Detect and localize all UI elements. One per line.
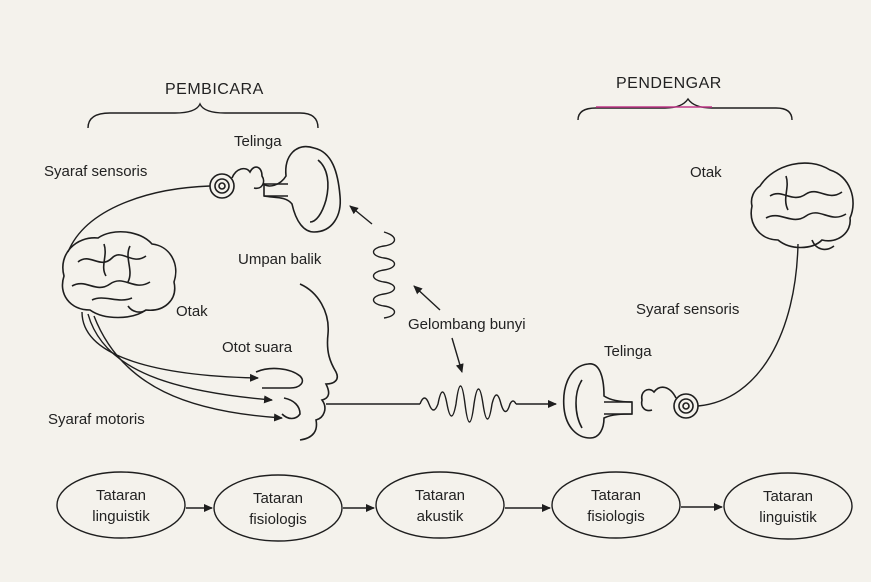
feedback-wave bbox=[374, 232, 395, 318]
speaker-ear-icon bbox=[264, 147, 340, 232]
level-line1: Tataran bbox=[763, 488, 813, 505]
sound-wave bbox=[420, 386, 516, 422]
speaker-ear-label: Telinga bbox=[234, 133, 282, 150]
level-line2: linguistik bbox=[92, 508, 150, 525]
level-row: Tataran linguistik Tataran fisiologis Ta… bbox=[57, 472, 852, 541]
speaker-cochlea-icon bbox=[210, 167, 264, 198]
level-line2: fisiologis bbox=[249, 511, 307, 528]
level-node: Tataran linguistik bbox=[724, 473, 852, 539]
level-node: Tataran akustik bbox=[376, 472, 504, 538]
level-line2: linguistik bbox=[759, 509, 817, 526]
listener-sensory-nerve-label: Syaraf sensoris bbox=[636, 301, 739, 318]
motor-nerve-arrow-3 bbox=[94, 316, 282, 418]
level-line1: Tataran bbox=[96, 487, 146, 504]
speaker-brain-icon bbox=[62, 232, 175, 318]
motor-nerve-label: Syaraf motoris bbox=[48, 411, 145, 428]
wave-label-pointer-up bbox=[414, 286, 440, 310]
speaker-sensory-nerve-path bbox=[68, 186, 210, 252]
listener-brain-icon bbox=[751, 163, 853, 249]
listener-cochlea-icon bbox=[642, 387, 698, 418]
listener-ear-icon bbox=[564, 364, 632, 438]
speaker-header: PEMBICARA bbox=[165, 81, 264, 98]
level-node: Tataran linguistik bbox=[57, 472, 185, 538]
wave-label-pointer-down bbox=[452, 338, 462, 372]
level-line2: akustik bbox=[417, 508, 464, 525]
listener-ear-label: Telinga bbox=[604, 343, 652, 360]
motor-nerve-arrow-2 bbox=[88, 314, 272, 400]
feedback-label: Umpan balik bbox=[238, 251, 322, 268]
level-line2: fisiologis bbox=[587, 508, 645, 525]
listener-brain-label: Otak bbox=[690, 164, 722, 181]
speaker-brain-label: Otak bbox=[176, 303, 208, 320]
level-line1: Tataran bbox=[591, 487, 641, 504]
level-node: Tataran fisiologis bbox=[214, 475, 342, 541]
vocal-muscle-label: Otot suara bbox=[222, 339, 293, 356]
listener-brace bbox=[578, 99, 792, 120]
sound-wave-label: Gelombang bunyi bbox=[408, 316, 526, 333]
level-line1: Tataran bbox=[253, 490, 303, 507]
speaker-sensory-nerve-label: Syaraf sensoris bbox=[44, 163, 147, 180]
feedback-arrow bbox=[350, 206, 372, 224]
level-line1: Tataran bbox=[415, 487, 465, 504]
listener-sensory-nerve-path bbox=[698, 244, 798, 406]
level-node: Tataran fisiologis bbox=[552, 472, 680, 538]
speaker-brace bbox=[88, 104, 318, 128]
listener-header: PENDENGAR bbox=[616, 75, 722, 92]
